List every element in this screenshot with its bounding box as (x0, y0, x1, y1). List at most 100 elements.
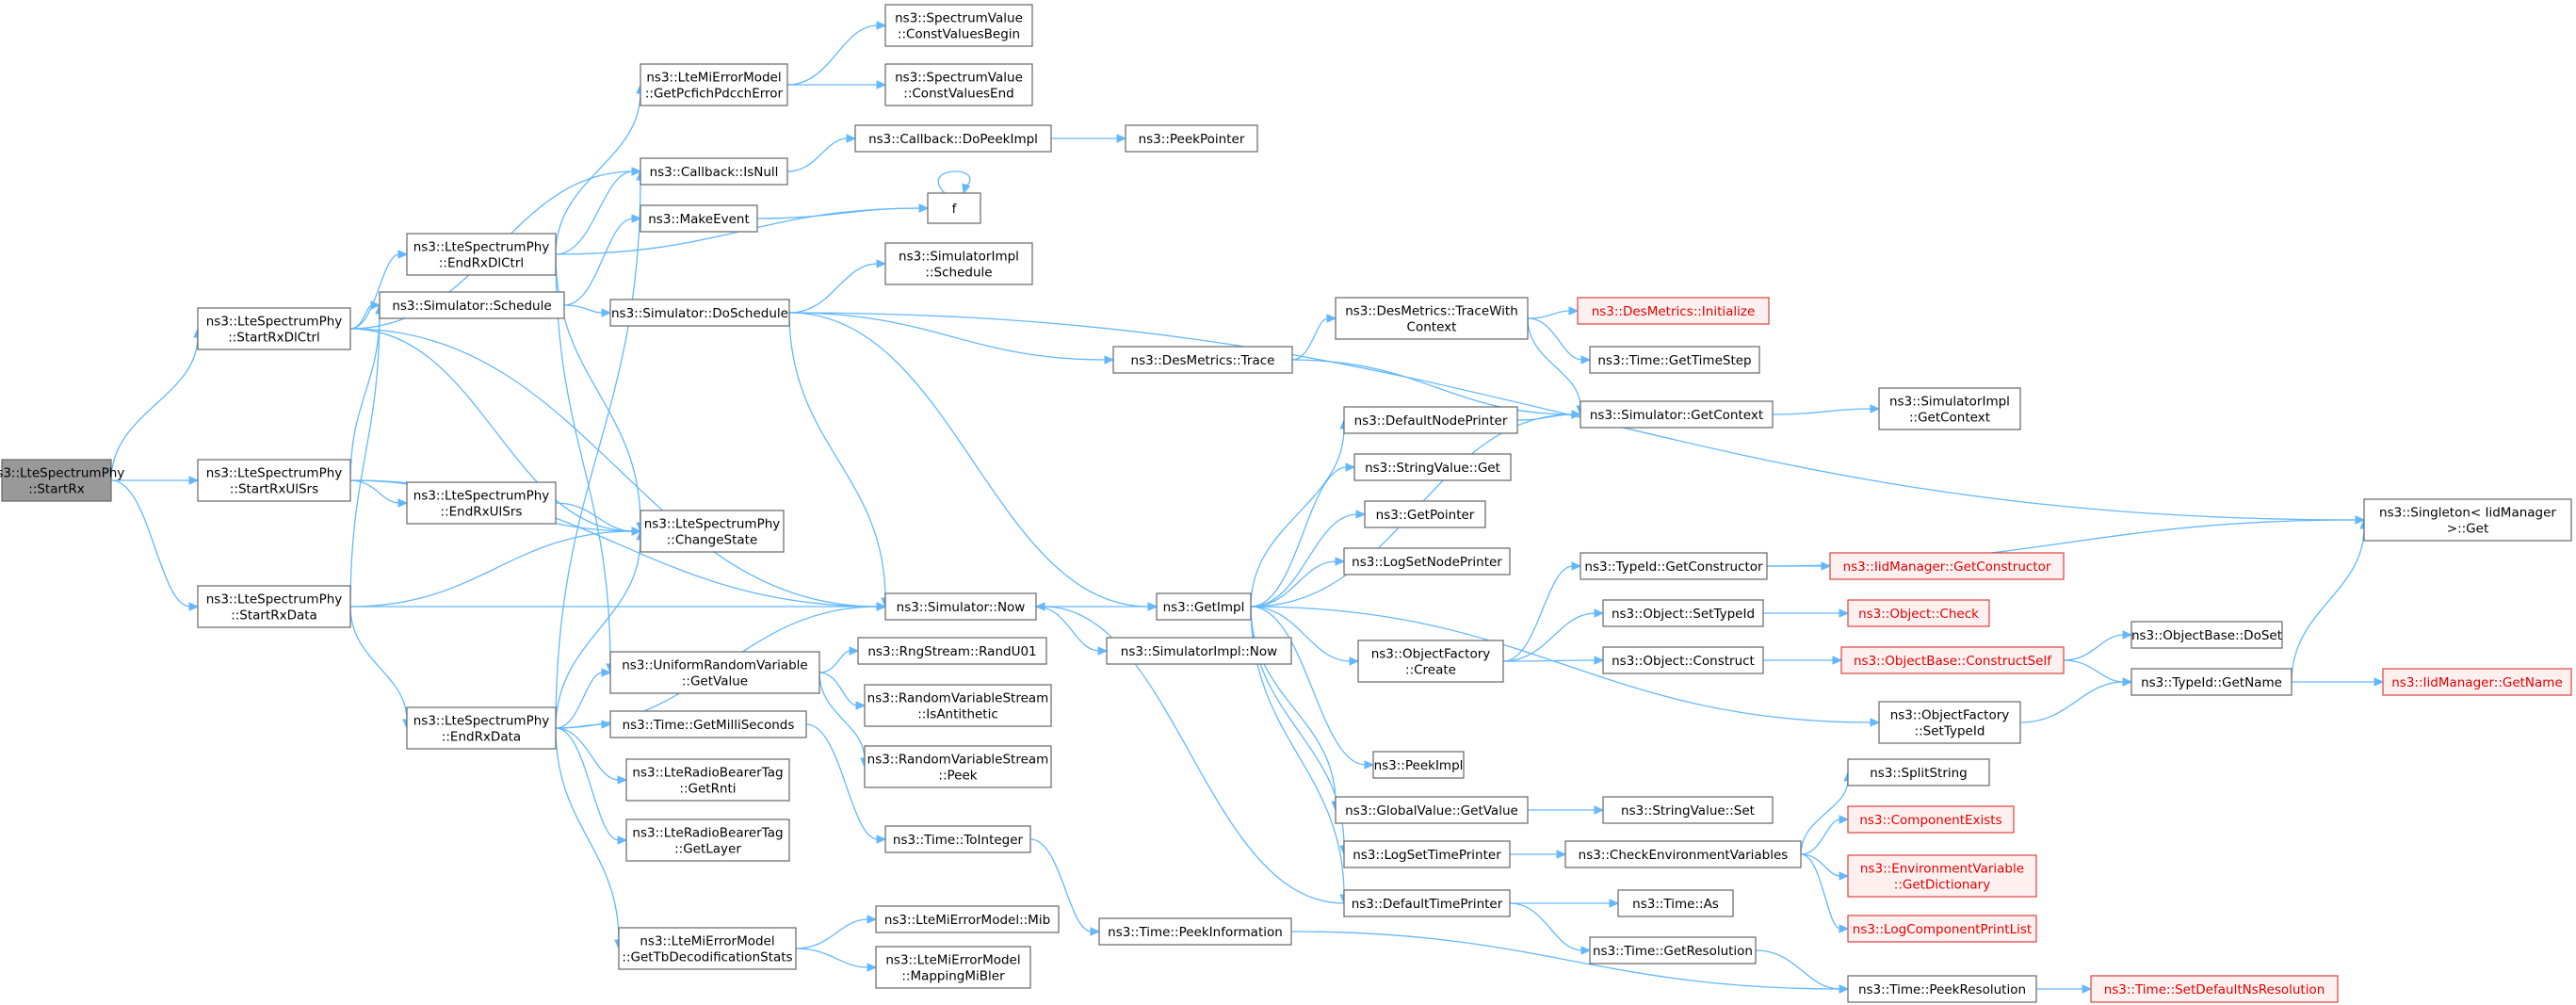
node-label: ::IsAntithetic (917, 707, 998, 722)
call-edge-makeevent-to-f (756, 203, 930, 219)
node-startrxulsrs[interactable]: ns3::LteSpectrumPhy::StartRxUlSrs (197, 459, 351, 502)
node-simimplschedule[interactable]: ns3::SimulatorImpl::Schedule (884, 242, 1033, 285)
node-rvspeek[interactable]: ns3::RandomVariableStream::Peek (864, 745, 1052, 788)
node-objectcheck[interactable]: ns3::Object::Check (1847, 599, 1990, 627)
node-label: ns3::ComponentExists (1859, 813, 2001, 828)
node-cvbegin[interactable]: ns3::SpectrumValue::ConstValuesBegin (884, 4, 1033, 47)
node-box (1343, 889, 1511, 917)
node-startrxdata[interactable]: ns3::LteSpectrumPhy::StartRxData (197, 585, 351, 628)
node-gettbdecod[interactable]: ns3::LteMiErrorModel::GetTbDecodificatio… (618, 927, 797, 970)
node-dosets[interactable]: ns3::ObjectBase::DoSet (2130, 621, 2283, 649)
node-label: ns3::CheckEnvironmentVariables (1579, 848, 1789, 863)
node-getpcfich[interactable]: ns3::LteMiErrorModel::GetPcfichPdcchErro… (640, 63, 788, 106)
node-peekimpl[interactable]: ns3::PeekImpl (1372, 751, 1465, 779)
node-getimpl[interactable]: ns3::GetImpl (1156, 592, 1252, 621)
node-changestate[interactable]: ns3::LteSpectrumPhy::ChangeState (640, 510, 785, 553)
node-box (2090, 975, 2339, 1003)
node-getrnti[interactable]: ns3::LteRadioBearerTag::GetRnti (625, 758, 790, 802)
node-endrxdlctrl[interactable]: ns3::LteSpectrumPhy::EndRxDlCtrl (406, 233, 557, 276)
node-logcomplist[interactable]: ns3::LogComponentPrintList (1847, 915, 2037, 943)
node-getresolution[interactable]: ns3::Time::GetResolution (1589, 936, 1757, 964)
call-edge-isnull-to-dopeekimpl (786, 134, 857, 172)
node-logsetnodeprinter[interactable]: ns3::LogSetNodePrinter (1343, 547, 1511, 575)
node-singletonget[interactable]: ns3::Singleton< IidManager >::Get (2363, 498, 2572, 542)
node-stringvalueget[interactable]: ns3::StringValue::Get (1353, 453, 1512, 481)
node-getlayer[interactable]: ns3::LteRadioBearerTag::GetLayer (625, 819, 790, 862)
call-edge-checkenv-to-logcomplist (1800, 853, 1850, 933)
node-box (1878, 387, 2021, 430)
node-setdefaultns[interactable]: ns3::Time::SetDefaultNsResolution (2090, 975, 2339, 1003)
call-edge-defaultnodeprinter-to-getcontext (1516, 410, 1582, 421)
node-label: ::GetRnti (679, 782, 736, 797)
edge-line (555, 727, 620, 781)
node-construct[interactable]: ns3::Object::Construct (1602, 646, 1764, 674)
node-isnull[interactable]: ns3::Callback::IsNull (640, 157, 788, 186)
node-label: ns3::GetPointer (1376, 508, 1475, 523)
node-ofsettypeid[interactable]: ns3::ObjectFactory::SetTypeId (1878, 701, 2021, 744)
node-doschedule[interactable]: ns3::Simulator::DoSchedule (609, 299, 790, 327)
node-dopeekimpl[interactable]: ns3::Callback::DoPeekImpl (854, 124, 1052, 153)
edge-line (1250, 560, 1337, 608)
edge-line (555, 727, 620, 942)
node-label: ns3::LteSpectrumPhy (206, 466, 343, 481)
node-label: ::ChangeState (667, 533, 758, 548)
node-ofcreate[interactable]: ns3::ObjectFactory::Create (1357, 640, 1504, 683)
call-edges (110, 21, 2385, 994)
call-edge-startrxdata-to-endrxdata (349, 606, 412, 730)
edge-line (756, 207, 921, 219)
node-envgetdict[interactable]: ns3::EnvironmentVariable::GetDictionary (1847, 854, 2037, 898)
node-componentexists[interactable]: ns3::ComponentExists (1847, 805, 2015, 834)
edge-line (555, 672, 604, 729)
node-peekpointer[interactable]: ns3::PeekPointer (1125, 124, 1258, 153)
node-splitstring[interactable]: ns3::SplitString (1847, 758, 1990, 786)
node-defaultnodeprinter[interactable]: ns3::DefaultNodePrinter (1343, 406, 1518, 434)
node-globalvalueget[interactable]: ns3::GlobalValue::GetValue (1335, 796, 1529, 824)
node-label: ns3::SimulatorImpl (899, 250, 1019, 265)
node-gettimestep[interactable]: ns3::Time::GetTimeStep (1589, 346, 1760, 374)
node-endrxulsrs[interactable]: ns3::LteSpectrumPhy::EndRxUlSrs (406, 481, 557, 525)
node-isantithetic[interactable]: ns3::RandomVariableStream::IsAntithetic (864, 684, 1052, 727)
node-simimplnow[interactable]: ns3::SimulatorImpl::Now (1106, 637, 1292, 665)
node-makeevent[interactable]: ns3::MakeEvent (640, 204, 758, 233)
node-typeidgetname[interactable]: ns3::TypeId::GetName (2130, 668, 2292, 696)
node-f[interactable]: f (927, 192, 981, 224)
node-startrxdlctrl[interactable]: ns3::LteSpectrumPhy::StartRxDlCtrl (197, 307, 351, 350)
node-endrxdata[interactable]: ns3::LteSpectrumPhy::EndRxData (406, 706, 557, 750)
node-constructself[interactable]: ns3::ObjectBase::ConstructSelf (1840, 646, 2065, 674)
node-logsettimeprinter[interactable]: ns3::LogSetTimePrinter (1343, 840, 1511, 868)
node-label: ns3::Object::Construct (1612, 654, 1755, 669)
call-edge-doschedule-to-singletonget (788, 312, 2366, 525)
node-peekinformation[interactable]: ns3::Time::PeekInformation (1098, 917, 1292, 946)
edge-line (349, 530, 634, 608)
node-iidgetname[interactable]: ns3::IidManager::GetName (2382, 668, 2572, 696)
call-edge-endrxdata-to-changestate (555, 529, 645, 729)
node-iidgetconstructor[interactable]: ns3::IidManager::GetConstructor (1829, 552, 2065, 580)
node-peekresolution[interactable]: ns3::Time::PeekResolution (1847, 975, 2037, 1003)
node-getconstructor[interactable]: ns3::TypeId::GetConstructor (1580, 552, 1768, 580)
node-defaulttimeprinter[interactable]: ns3::DefaultTimePrinter (1343, 889, 1511, 917)
node-getmilli[interactable]: ns3::Time::GetMilliSeconds (609, 710, 807, 738)
node-mib[interactable]: ns3::LteMiErrorModel::Mib (875, 905, 1060, 933)
node-label: ns3::Time::PeekResolution (1858, 982, 2026, 997)
node-label: ns3::Callback::IsNull (650, 165, 779, 180)
node-tointeger[interactable]: ns3::Time::ToInteger (884, 825, 1031, 853)
node-urvgetvalue[interactable]: ns3::UniformRandomVariable::GetValue (609, 651, 820, 694)
node-desinit[interactable]: ns3::DesMetrics::Initialize (1577, 297, 1770, 325)
node-destrace[interactable]: ns3::DesMetrics::Trace (1112, 346, 1293, 374)
node-mappingmibler[interactable]: ns3::LteMiErrorModel::MappingMiBler (875, 946, 1031, 989)
node-simimplgetcontext[interactable]: ns3::SimulatorImpl::GetContext (1878, 387, 2021, 430)
node-stringvalueset[interactable]: ns3::StringValue::Set (1602, 796, 1774, 824)
node-randu01[interactable]: ns3::RngStream::RandU01 (857, 637, 1047, 665)
node-cvend[interactable]: ns3::SpectrumValue::ConstValuesEnd (884, 63, 1033, 106)
node-getpointer[interactable]: ns3::GetPointer (1364, 500, 1486, 528)
arrowhead (1571, 561, 1582, 571)
node-settypeid[interactable]: ns3::Object::SetTypeId (1602, 599, 1764, 627)
node-timeas[interactable]: ns3::Time::As (1617, 889, 1734, 917)
node-label: ::StartRx (28, 482, 84, 497)
node-schedule[interactable]: ns3::Simulator::Schedule (379, 291, 565, 319)
node-checkenv[interactable]: ns3::CheckEnvironmentVariables (1564, 840, 1802, 868)
node-now[interactable]: ns3::Simulator::Now (884, 592, 1037, 621)
call-edge-getresolution-to-peekresolution (1755, 949, 1850, 994)
node-getcontext[interactable]: ns3::Simulator::GetContext (1580, 400, 1774, 429)
